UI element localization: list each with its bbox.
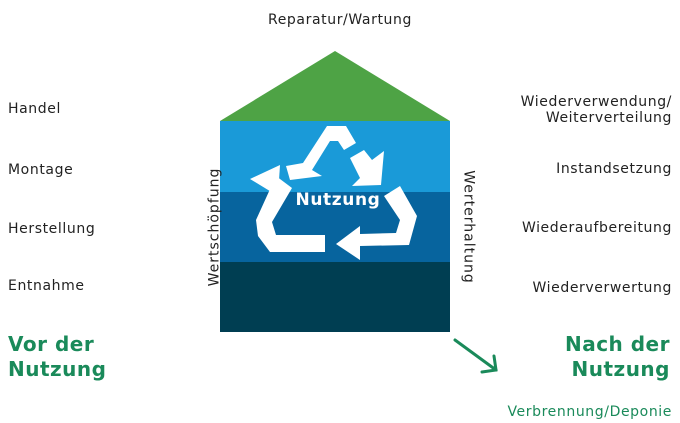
after-use-label: Nach der Nutzung: [565, 332, 670, 382]
center-label: Nutzung: [295, 190, 381, 210]
after-line-2: Nutzung: [571, 357, 670, 381]
recycle-arrows-icon: [250, 126, 417, 260]
right-stage-wiederaufbereitung: Wiederaufbereitung: [521, 220, 672, 236]
before-line-1: Vor der: [8, 332, 95, 356]
vertical-right-label: Werterhaltung: [460, 170, 477, 284]
right-stage-wiederverwertung: Wiederverwertung: [532, 280, 672, 296]
roof: [220, 51, 450, 121]
after-line-1: Nach der: [564, 332, 670, 356]
right-stage-wiederverwendung: Wiederverwendung/ Weiterverteilung: [520, 94, 672, 126]
top-label: Reparatur/Wartung: [268, 12, 412, 28]
left-stage-handel: Handel: [8, 101, 61, 117]
arrow-down-right-icon: [453, 338, 498, 374]
left-stage-herstellung: Herstellung: [8, 221, 96, 237]
disposal-label: Verbrennung/Deponie: [507, 404, 672, 420]
right-stage-instandsetzung: Instandsetzung: [556, 161, 672, 177]
band-recycling: [220, 262, 450, 332]
left-stage-montage: Montage: [8, 162, 74, 178]
before-use-label: Vor der Nutzung: [8, 332, 106, 382]
before-line-2: Nutzung: [8, 357, 107, 381]
left-stage-entnahme: Entnahme: [8, 278, 85, 294]
vertical-left-label: Wertschöpfung: [206, 167, 223, 287]
